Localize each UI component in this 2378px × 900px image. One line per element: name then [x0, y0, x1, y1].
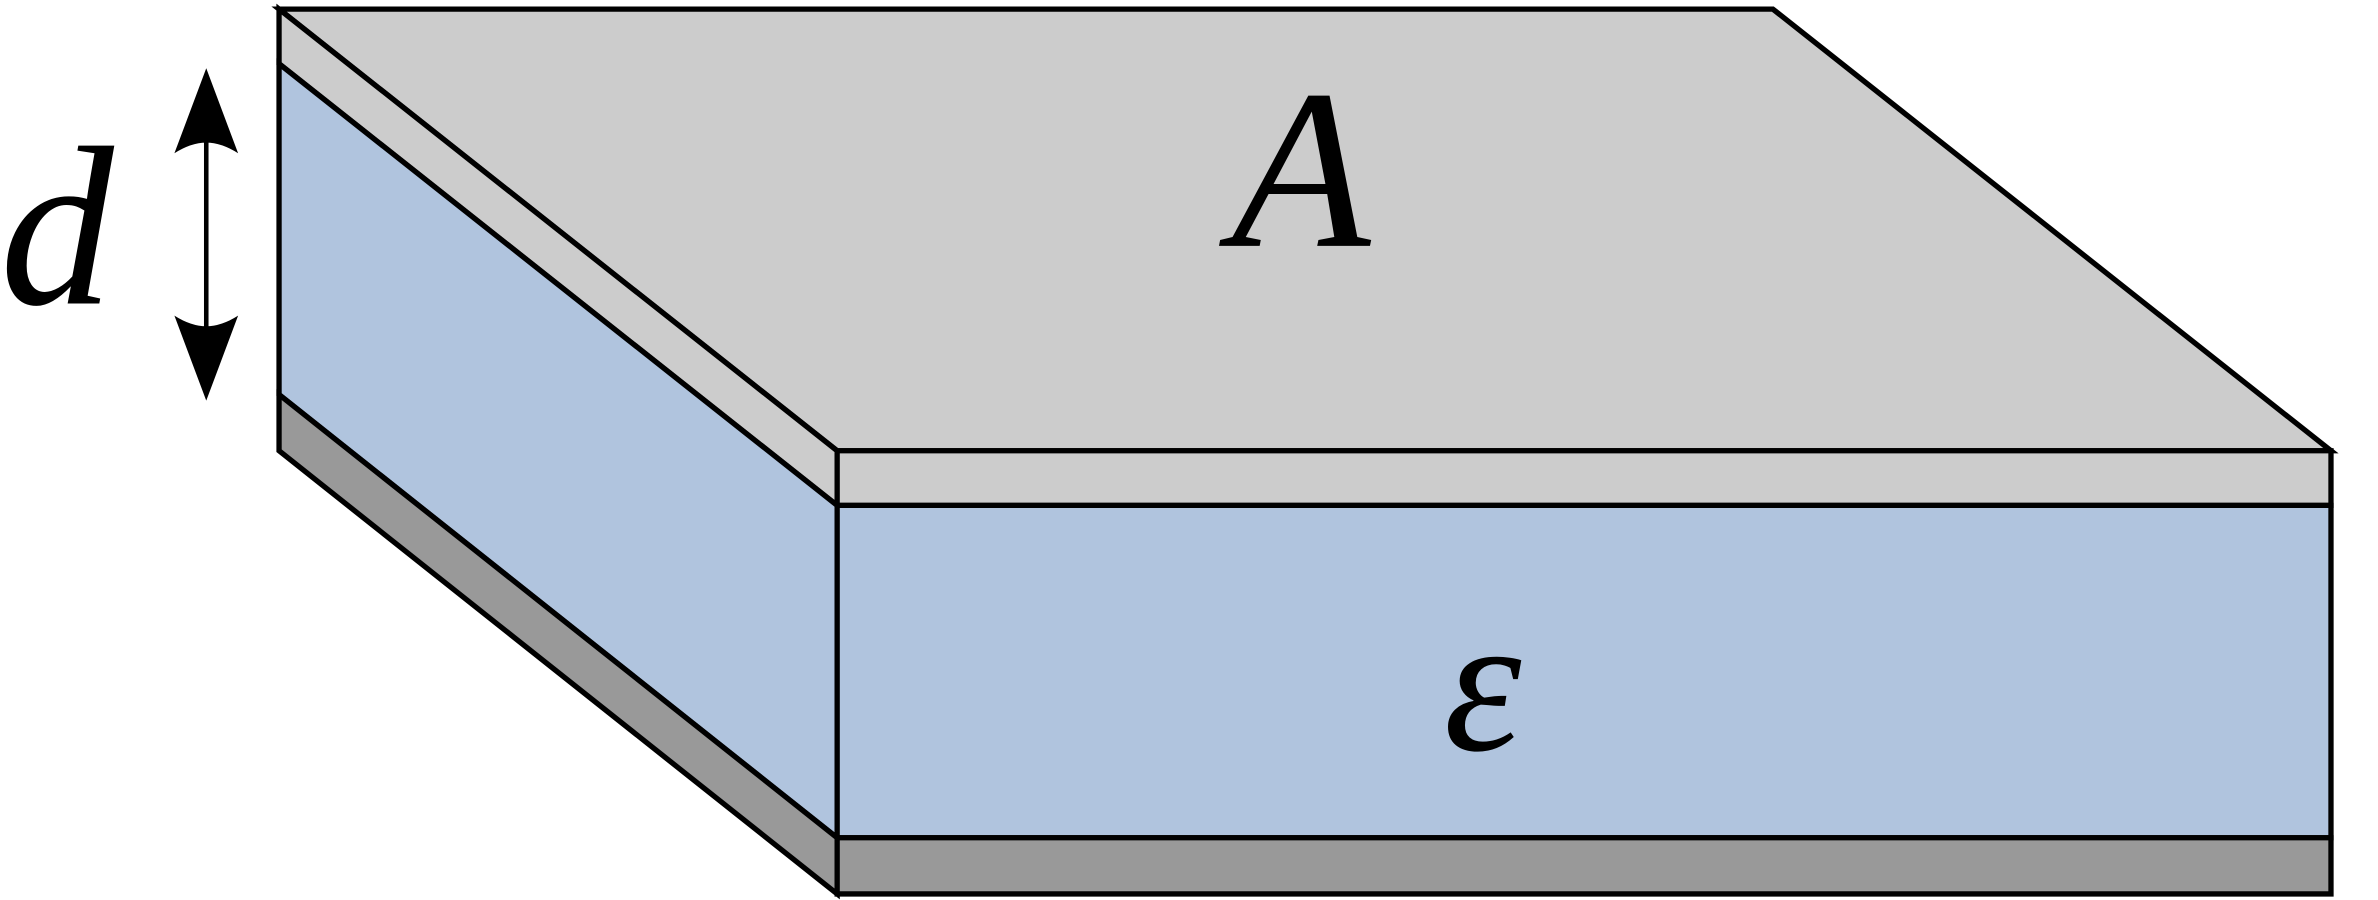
- bottom-plate-front-face: [834, 835, 2334, 897]
- thickness-arrow: [174, 68, 239, 401]
- permittivity-label: ε: [1444, 574, 1522, 793]
- arrow-up-icon: [174, 68, 239, 154]
- top-plate-front-face: [834, 448, 2334, 509]
- dielectric-front-face: [834, 502, 2334, 841]
- thickness-label: d: [0, 101, 115, 353]
- area-label: A: [1218, 44, 1371, 296]
- arrow-down-icon: [174, 315, 239, 401]
